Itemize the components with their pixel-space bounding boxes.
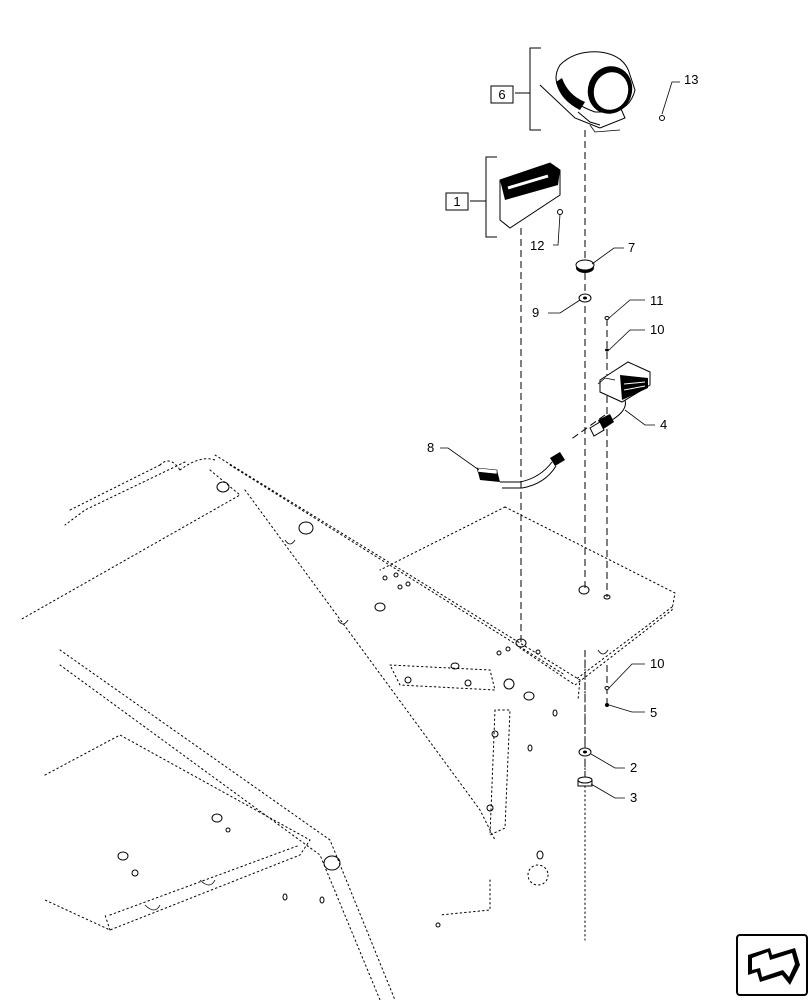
leader-lines	[440, 81, 680, 799]
callout-5: 5	[650, 705, 657, 720]
chassis-frame	[19, 454, 676, 1000]
group-label-6: 6	[498, 87, 505, 102]
callout-13: 13	[684, 72, 698, 87]
hardware	[557, 115, 665, 787]
callout-2: 2	[630, 760, 637, 775]
callout-4: 4	[660, 417, 667, 432]
center-lines	[520, 130, 608, 785]
callout-10-lower: 10	[650, 656, 664, 671]
callout-7: 7	[628, 240, 635, 255]
callout-12: 12	[530, 238, 544, 253]
callout-3: 3	[630, 790, 637, 805]
callout-9: 9	[532, 305, 539, 320]
group-bracket-6	[490, 47, 541, 131]
wire-harness	[476, 414, 614, 489]
platform-mount-holes	[515, 585, 611, 648]
lamp-assembly	[539, 51, 636, 133]
group-bracket-1	[445, 156, 497, 238]
callout-11: 11	[650, 293, 664, 308]
frame-holes	[117, 481, 609, 928]
callout-8: 8	[427, 440, 434, 455]
group-label-1: 1	[453, 194, 460, 209]
control-module	[597, 361, 651, 421]
forward-arrow-icon[interactable]	[736, 934, 808, 996]
lamp-cover	[499, 162, 561, 229]
callout-10-upper: 10	[650, 322, 664, 337]
